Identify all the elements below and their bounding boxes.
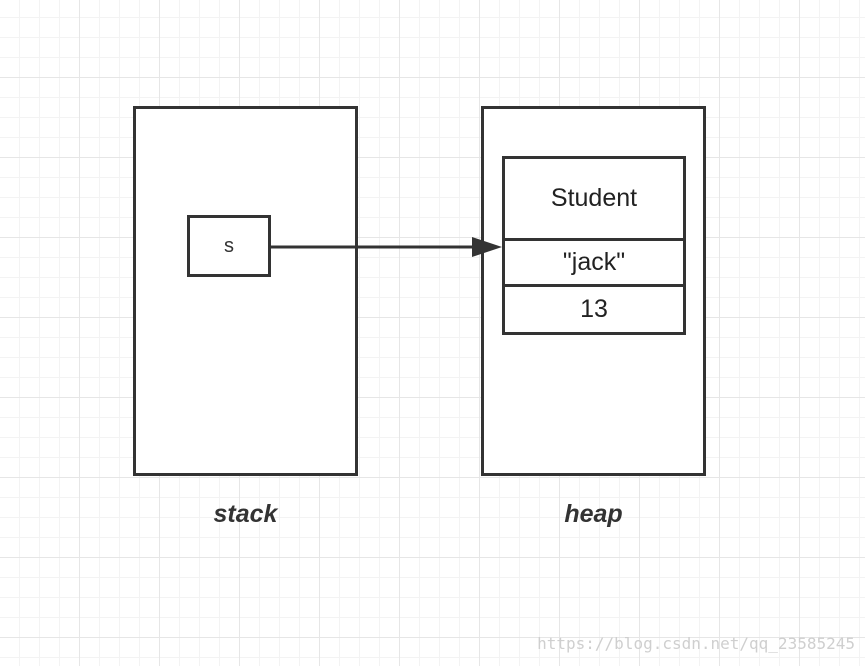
stack-region [133, 106, 358, 476]
object-field-age: 13 [580, 295, 608, 323]
stack-caption: stack [213, 500, 278, 528]
object-class-name: Student [505, 159, 683, 241]
heap-object: Student "jack" 13 [502, 156, 686, 335]
watermark-text: https://blog.csdn.net/qq_23585245 [537, 634, 855, 653]
object-field-name: "jack" [505, 241, 683, 287]
stack-variable-box: s [187, 215, 271, 277]
heap-caption: heap [564, 500, 623, 528]
stack-variable-label: s [224, 234, 234, 257]
